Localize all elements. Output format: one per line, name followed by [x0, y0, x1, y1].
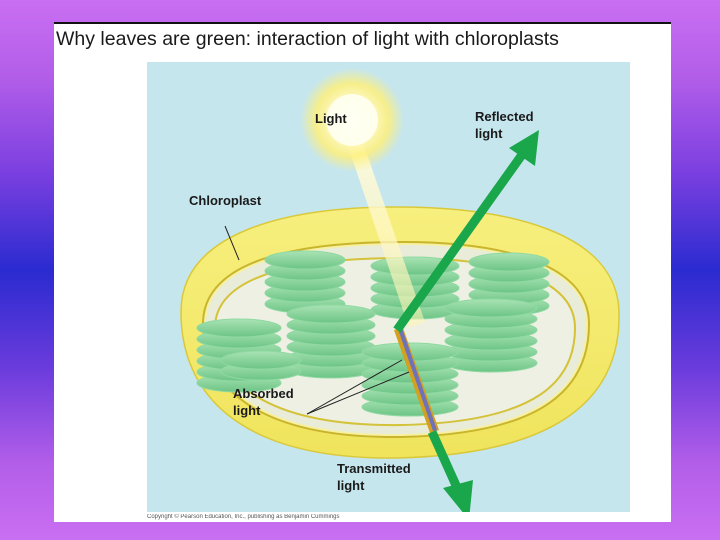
label-transmitted-light: Transmitted light — [337, 461, 411, 493]
absorbed-leader-line-1 — [306, 359, 403, 415]
label-chloroplast: Chloroplast — [189, 193, 262, 208]
absorbed-light-rod — [394, 328, 439, 433]
slide: Why leaves are green: interaction of lig… — [54, 22, 671, 522]
light-beam — [344, 134, 425, 328]
reflected-light-arrow — [393, 130, 539, 333]
copyright-notice: Copyright © Pearson Education, Inc., pub… — [147, 514, 340, 520]
absorbed-leader-line-2 — [306, 371, 410, 415]
diagram-illustration — [180, 68, 620, 512]
thylakoid-disc — [444, 298, 538, 318]
thylakoid-disc — [220, 350, 302, 370]
granum-stack — [286, 304, 376, 379]
chloroplast-diagram: Light Reflected light Chloroplast Absorb… — [147, 62, 630, 512]
chloroplast-leader-line — [224, 225, 240, 261]
granum-stack — [444, 298, 538, 373]
thylakoid-disc — [196, 318, 282, 338]
granum-stack — [220, 350, 302, 381]
granum-stack — [264, 250, 346, 314]
thylakoid-disc — [468, 252, 550, 272]
label-light: Light — [315, 111, 347, 126]
thylakoid-disc — [286, 304, 376, 324]
label-reflected-light: Reflected light — [475, 109, 534, 141]
light-source — [326, 94, 378, 146]
thylakoid-disc — [264, 250, 346, 270]
transmitted-light-arrow — [427, 430, 473, 512]
slide-title: Why leaves are green: interaction of lig… — [56, 28, 559, 50]
label-absorbed-light: Absorbed light — [233, 386, 294, 418]
